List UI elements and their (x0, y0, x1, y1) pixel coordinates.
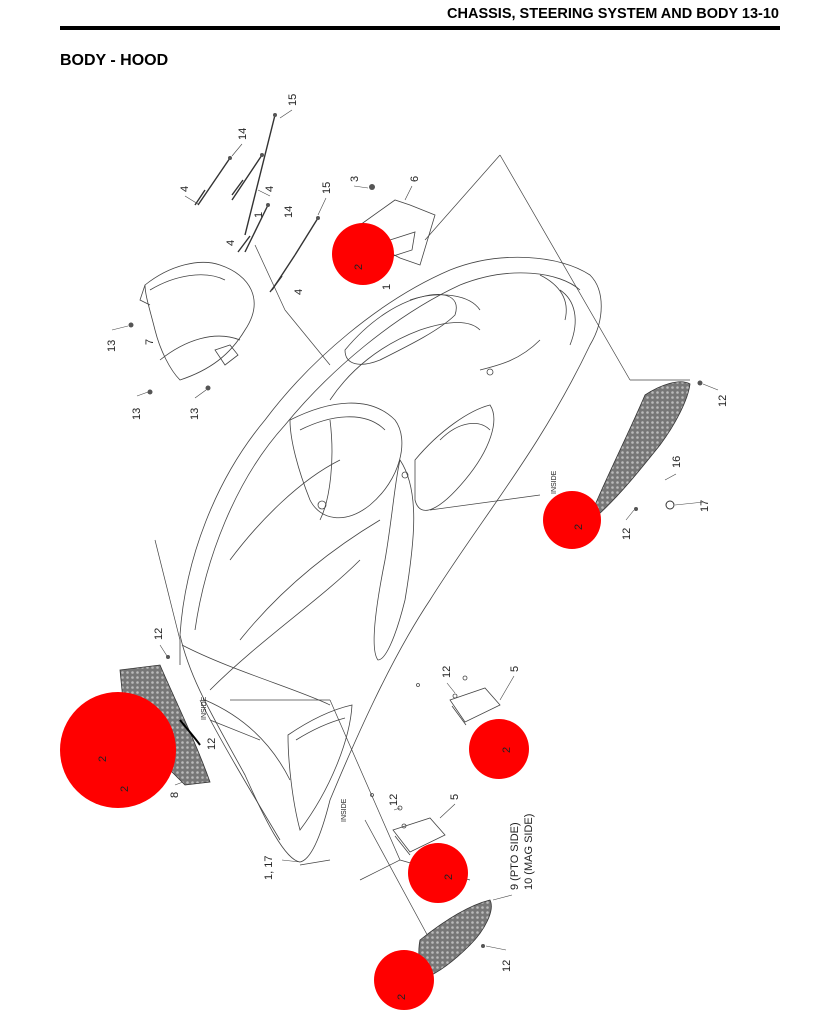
highlight-marker (60, 692, 176, 808)
highlight-marker (374, 950, 434, 1010)
callout-4: 4 (264, 186, 276, 192)
callout-1: 1 (253, 212, 265, 218)
leader-lines (154, 154, 690, 941)
callout-5: 5 (509, 666, 521, 672)
callout-12: 12 (717, 395, 729, 407)
callout-4: 4 (225, 240, 237, 246)
callout-2: 2 (573, 524, 585, 530)
callout-9-pto-side: 9 (PTO SIDE) (509, 822, 521, 890)
callout-5: 5 (449, 794, 461, 800)
highlight-marker (332, 223, 394, 285)
callout-labels: 15 14 4 4 4 1 14 15 4 13 7 13 13 3 6 2 1… (97, 94, 729, 1000)
side-bracket-upper (416, 675, 501, 726)
callout-7: 7 (144, 339, 156, 345)
side-bracket-lower (370, 793, 446, 856)
callout-17: 17 (699, 500, 711, 512)
callout-8: 8 (169, 792, 181, 798)
header-rule (60, 26, 780, 30)
callout-16: 16 (671, 456, 683, 468)
highlight-marker (543, 491, 601, 549)
mesh-grille-16 (594, 381, 691, 516)
callout-15: 15 (321, 182, 333, 194)
page-title: BODY - HOOD (60, 52, 169, 69)
callout-6: 6 (409, 176, 421, 182)
callout-13: 13 (131, 408, 143, 420)
callout-1-17: 1, 17 (263, 856, 275, 880)
callout-2: 2 (97, 756, 109, 762)
callout-4: 4 (293, 289, 305, 295)
inside-label: INSIDE (551, 470, 558, 494)
callout-2: 2 (119, 786, 131, 792)
callout-3: 3 (349, 176, 361, 182)
callout-2: 2 (396, 994, 408, 1000)
callout-12: 12 (441, 666, 453, 678)
callout-13: 13 (106, 340, 118, 352)
grille-fasteners (166, 380, 703, 948)
callout-14: 14 (283, 206, 295, 218)
callout-10-mag-side: 10 (MAG SIDE) (523, 814, 535, 890)
inside-labels: INSIDE INSIDE INSIDE (201, 470, 558, 822)
callout-12: 12 (501, 960, 513, 972)
callout-15: 15 (287, 94, 299, 106)
callout-12: 12 (206, 738, 218, 750)
inside-label: INSIDE (341, 798, 348, 822)
hood-body (179, 256, 602, 863)
callout-13: 13 (189, 408, 201, 420)
callout-14: 14 (237, 128, 249, 140)
callout-12: 12 (388, 794, 400, 806)
highlight-marker (469, 719, 529, 779)
callout-12: 12 (153, 628, 165, 640)
inside-label: INSIDE (201, 696, 208, 720)
callout-leaders (111, 109, 719, 951)
highlight-marker (408, 843, 468, 903)
callout-12: 12 (621, 528, 633, 540)
callout-2: 2 (501, 747, 513, 753)
callout-2: 2 (443, 874, 455, 880)
cover-part (139, 262, 255, 381)
red-highlights (60, 223, 601, 1010)
callout-1: 1 (381, 284, 393, 290)
hardware-bolts (194, 114, 319, 293)
section-header: CHASSIS, STEERING SYSTEM AND BODY 13-10 (447, 6, 779, 22)
callout-4: 4 (179, 186, 191, 192)
hardware-heads (128, 113, 375, 395)
callout-2: 2 (353, 264, 365, 270)
